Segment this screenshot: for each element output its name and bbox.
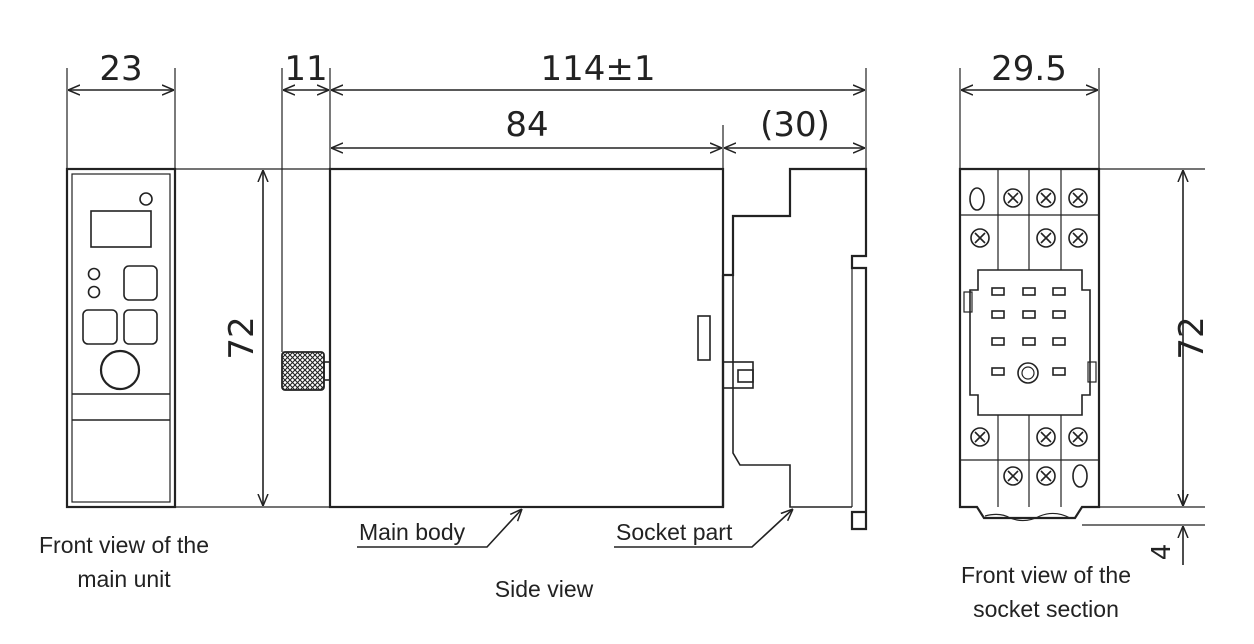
caption-front-view-main-line2: main unit	[77, 566, 171, 592]
socket-part-label: Socket part	[616, 519, 733, 545]
body-length-label: 84	[505, 105, 548, 145]
led-indicator-icon	[87, 267, 101, 281]
socket-profile-outline	[721, 167, 868, 531]
mounting-hole-icon	[969, 187, 985, 211]
socket-outline	[958, 167, 1101, 520]
front-button	[82, 309, 118, 345]
front-view-socket-section: 29.5 72 4	[958, 49, 1212, 565]
adjustment-knob-icon	[99, 349, 141, 391]
main-body-outline	[328, 167, 725, 509]
caption-front-view-main-line1: Front view of the	[39, 532, 209, 558]
pin-slot-icon	[991, 287, 1066, 376]
main-body-label: Main body	[359, 519, 466, 545]
pin-socket-area	[969, 269, 1091, 416]
mounting-hole-icon	[1072, 464, 1088, 488]
knob-depth-label: 11	[284, 49, 327, 89]
center-key-icon	[1017, 362, 1039, 384]
front-button	[123, 309, 158, 345]
terminal-screw-icon	[970, 188, 1088, 248]
terminal-screw-icon	[970, 427, 1088, 486]
main-body-leader	[357, 509, 522, 548]
total-length-label: 114±1	[540, 49, 655, 89]
main-unit-outline	[65, 167, 177, 509]
front-button	[123, 265, 158, 301]
caption-front-view-socket-line2: socket section	[973, 596, 1119, 622]
socket-width-label: 29.5	[991, 49, 1067, 89]
side-view: 72 11 114±1 84 (30)	[222, 49, 868, 548]
knurled-knob-icon	[281, 351, 325, 391]
caption-front-view-socket-line1: Front view of the	[961, 562, 1131, 588]
socket-height-label: 72	[1172, 316, 1212, 359]
display-window	[90, 210, 152, 248]
side-height-label: 72	[222, 316, 262, 359]
socket-length-label: (30)	[760, 105, 830, 145]
status-led-icon	[139, 192, 153, 206]
led-indicator-icon	[87, 285, 101, 299]
rail-offset-label: 4	[1147, 544, 1177, 561]
socket-part-leader	[614, 509, 793, 548]
caption-side-view: Side view	[495, 576, 594, 602]
front-view-main-unit: 23	[65, 49, 177, 509]
front-width-label: 23	[99, 49, 142, 89]
